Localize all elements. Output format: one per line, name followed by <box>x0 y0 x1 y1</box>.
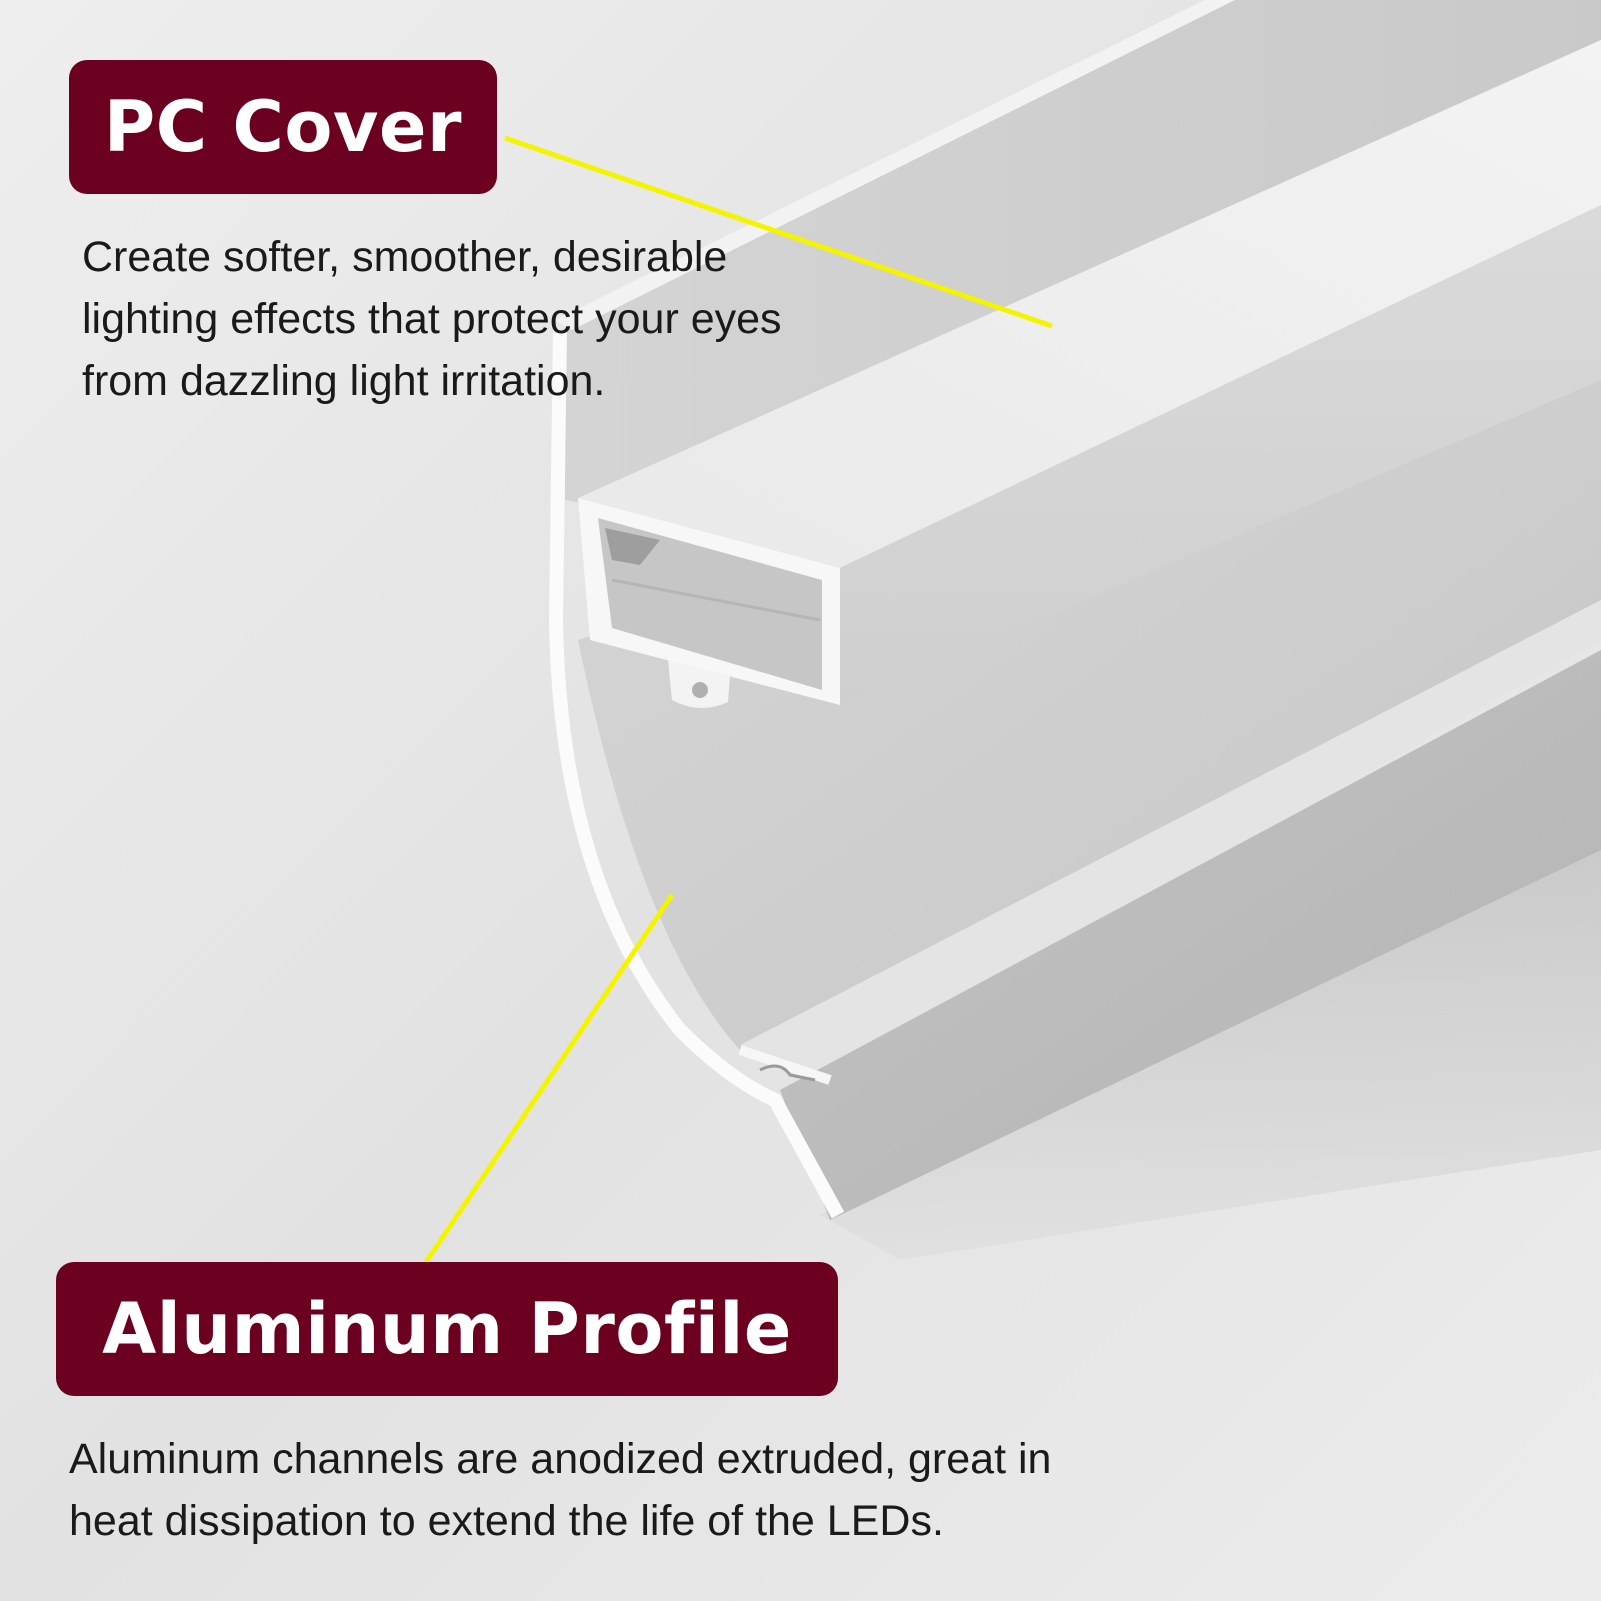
profile-curved-face <box>578 310 1601 1050</box>
aluminum-profile-description-line: Aluminum channels are anodized extruded,… <box>69 1435 1052 1483</box>
pc-cover-description-line: lighting effects that protect your eyes <box>82 295 782 343</box>
aluminum-profile-label: Aluminum Profile <box>56 1262 838 1396</box>
aluminum-profile-description-line: heat dissipation to extend the life of t… <box>69 1497 944 1545</box>
aluminum-profile-title: Aluminum Profile <box>102 1288 792 1370</box>
profile-shadow <box>820 840 1601 1260</box>
pc-cover-description-line: from dazzling light irritation. <box>82 357 606 405</box>
pc-cover-front <box>840 205 1601 705</box>
pc-cover-description: Create softer, smoother, desirable light… <box>82 226 882 412</box>
pc-cover-label: PC Cover <box>69 60 497 194</box>
pc-cover-top <box>578 40 1601 568</box>
aluminum-leader-line <box>423 893 675 1264</box>
profile-outer-edge <box>549 329 845 1219</box>
profile-bottom-ledge <box>740 600 1601 1075</box>
pc-cover-title: PC Cover <box>103 86 463 168</box>
profile-bottom-flange <box>780 650 1601 1220</box>
pc-cover-description-line: Create softer, smoother, desirable <box>82 233 728 281</box>
pc-cover-leader-line <box>504 135 1053 329</box>
profile-top-rim <box>555 0 1235 330</box>
aluminum-profile-description: Aluminum channels are anodized extruded,… <box>69 1428 1189 1552</box>
